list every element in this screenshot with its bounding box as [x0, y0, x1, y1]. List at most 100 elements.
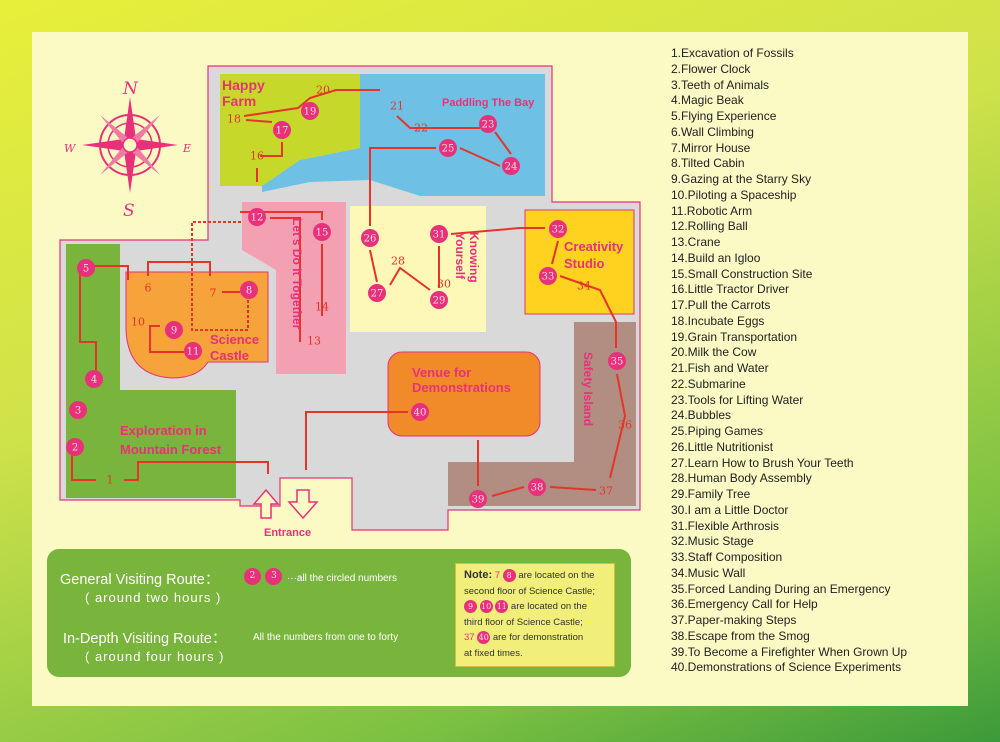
stop-33: 33 [539, 267, 557, 285]
stop-number: 17 [276, 126, 289, 137]
general-route-time: ( around two hours ) [85, 590, 222, 605]
label-venue-1: Venue for [412, 365, 471, 380]
stop-4: 4 [85, 370, 103, 388]
stop-32: 32 [549, 220, 567, 238]
attraction-item: 34.Music Wall [671, 565, 746, 580]
stop-38: 38 [528, 478, 546, 496]
attraction-item: 13.Crane [671, 235, 721, 249]
attraction-item: 32.Music Stage [671, 534, 754, 549]
note-text-1: are located on the [518, 570, 595, 581]
stop-circle [66, 438, 84, 456]
stop-28: 28 [391, 255, 405, 268]
stop-circle [430, 291, 448, 309]
stop-16: 16 [250, 150, 264, 163]
stop-number: 22 [414, 122, 428, 135]
attraction-item: 40.Demonstrations of Science Experiments [671, 660, 902, 675]
label-science-castle-2: Castle [210, 348, 249, 363]
attraction-item: 36.Emergency Call for Help [671, 597, 818, 612]
area-exploration [66, 244, 236, 498]
stop-12: 12 [248, 208, 266, 226]
label-happy-farm-1: Happy [222, 77, 265, 93]
stop-circle [85, 370, 103, 388]
route-lines [71, 89, 627, 497]
stop-circle [313, 223, 331, 241]
note-badge-40: 40 [477, 630, 491, 644]
attraction-item: 25.Piping Games [671, 424, 764, 438]
general-route-desc: ···all the circled numbers [286, 573, 397, 584]
stop-11: 11 [184, 342, 202, 360]
attraction-item: 27.Learn How to Brush Your Teeth [671, 455, 854, 470]
compass-n: N [122, 79, 139, 99]
stop-10: 10 [131, 316, 145, 329]
stop-number: 24 [505, 162, 518, 173]
stop-8: 8 [240, 281, 258, 299]
stop-number: 27 [371, 289, 384, 300]
attraction-item: 1.Excavation of Fossils [671, 46, 794, 60]
stop-36: 36 [618, 419, 632, 432]
stop-number: 28 [391, 255, 405, 268]
stop-circle [248, 208, 266, 226]
stop-40: 40 [411, 403, 429, 421]
stop-number: 1 [107, 474, 114, 487]
stop-number: 19 [304, 107, 317, 118]
label-safety-island: Safety Island [581, 352, 595, 426]
attraction-item: 12.Rolling Ball [671, 219, 748, 234]
stop-21: 21 [390, 100, 404, 113]
indepth-route-time: ( around four hours ) [85, 649, 225, 664]
stop-number: 25 [442, 144, 455, 155]
indepth-route-title: In-Depth Visiting Route： [63, 631, 227, 647]
stop-18: 18 [227, 113, 241, 126]
general-route-title: General Visiting Route： [60, 572, 220, 588]
stop-circle [273, 121, 291, 139]
stop-number: 36 [618, 419, 632, 432]
stop-number: 34 [577, 280, 591, 293]
stop-number: 14 [315, 301, 329, 314]
note-badge-10: 10 [479, 599, 493, 613]
stop-6: 6 [145, 282, 152, 295]
indepth-route-desc: All the numbers from one to forty [253, 632, 399, 643]
attraction-item: 3.Teeth of Animals [671, 77, 770, 92]
attraction-item: 8.Tilted Cabin [671, 156, 745, 171]
stop-24: 24 [502, 157, 520, 175]
attraction-item: 16.Little Tractor Driver [671, 282, 790, 297]
stop-number: 39 [472, 495, 485, 506]
attraction-item: 20.Milk the Cow [671, 345, 757, 360]
area-safety-island [448, 322, 636, 506]
attraction-item: 22.Submarine [671, 376, 746, 391]
attraction-item: 39.To Become a Firefighter When Grown Up [671, 644, 908, 659]
attraction-item: 2.Flower Clock [671, 61, 751, 76]
stop-29: 29 [430, 291, 448, 309]
attraction-item: 21.Fish and Water [671, 361, 769, 375]
stop-number: 2 [72, 443, 78, 454]
stop-circle [240, 281, 258, 299]
attraction-item: 11.Robotic Arm [671, 203, 753, 218]
stop-5: 5 [77, 259, 95, 277]
stop-9: 9 [165, 321, 183, 339]
label-lets-do-it: Let's Do It Together [290, 218, 304, 330]
stop-number: 15 [316, 228, 329, 239]
stop-circle [549, 220, 567, 238]
stop-circle [165, 321, 183, 339]
stop-22: 22 [414, 122, 428, 135]
stop-circle [411, 403, 429, 421]
stop-number: 37 [599, 485, 613, 498]
stop-circle [69, 401, 87, 419]
stop-14: 14 [315, 301, 329, 314]
label-venue-2: Demonstrations [412, 380, 511, 395]
stop-number: 10 [131, 316, 145, 329]
note-lead: Note: [464, 569, 493, 581]
stop-number: 8 [246, 286, 252, 297]
entrance-arrow-down [287, 489, 319, 520]
compass-w: W [64, 142, 77, 155]
stop-34: 34 [577, 280, 591, 293]
label-creativity-2: Studio [564, 256, 604, 271]
stop-circle [502, 157, 520, 175]
stop-number: 9 [171, 326, 177, 337]
note-text-4: third floor of Science Castle; [464, 616, 583, 628]
entrance-arrow-up [252, 488, 280, 519]
stop-number: 4 [91, 375, 97, 386]
stop-number: 5 [83, 264, 89, 275]
stop-3: 3 [69, 401, 87, 419]
stop-number: 16 [250, 150, 264, 163]
